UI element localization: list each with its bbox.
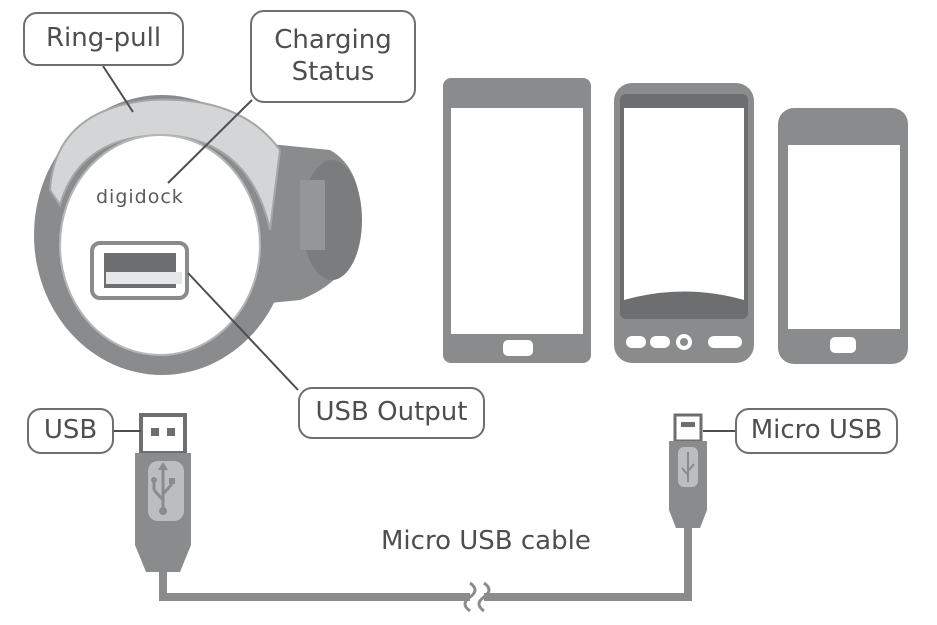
callout-micro-usb: Micro USB [735,408,898,454]
phone-2-key-2 [650,336,670,348]
phone-2-key-3 [708,336,742,348]
callout-micro-usb-text: Micro USB [750,415,883,446]
phone-3-home-button [830,337,856,353]
callout-charging-status: Charging Status [250,10,416,103]
callout-usb: USB [27,408,114,454]
callout-usb-output: USB Output [298,387,485,439]
cable-label: Micro USB cable [381,526,591,556]
phone-1-home-button [503,340,533,356]
callout-charging-status-line2: Status [291,56,375,87]
micro-usb-symbol-icon [681,452,695,482]
leader-ring-pull [102,65,134,113]
phone-2 [614,83,754,363]
phone-1-screen [451,108,583,334]
usb-plug [135,413,191,572]
callout-ring-pull-text: Ring-pull [45,23,162,54]
car-charger [34,95,362,375]
phone-3-screen [788,145,900,329]
device-brand: digidock [96,186,184,208]
phone-3 [778,108,908,364]
micro-usb-metal [673,413,703,443]
phone-2-screen [624,108,744,300]
cable [159,528,692,601]
leader-usb-output [187,272,299,391]
callout-ring-pull: Ring-pull [23,12,184,66]
cable-break-icon [463,581,491,613]
usb-plug-metal [139,413,187,455]
phone-2-key-1 [626,336,646,348]
leader-charging-status [167,99,253,184]
callout-usb-output-text: USB Output [315,397,468,428]
micro-usb-plug [669,413,707,528]
phone-1 [443,78,591,363]
callout-charging-status-line1: Charging [274,25,392,56]
ring-pull [48,98,282,231]
callout-usb-text: USB [43,415,98,446]
